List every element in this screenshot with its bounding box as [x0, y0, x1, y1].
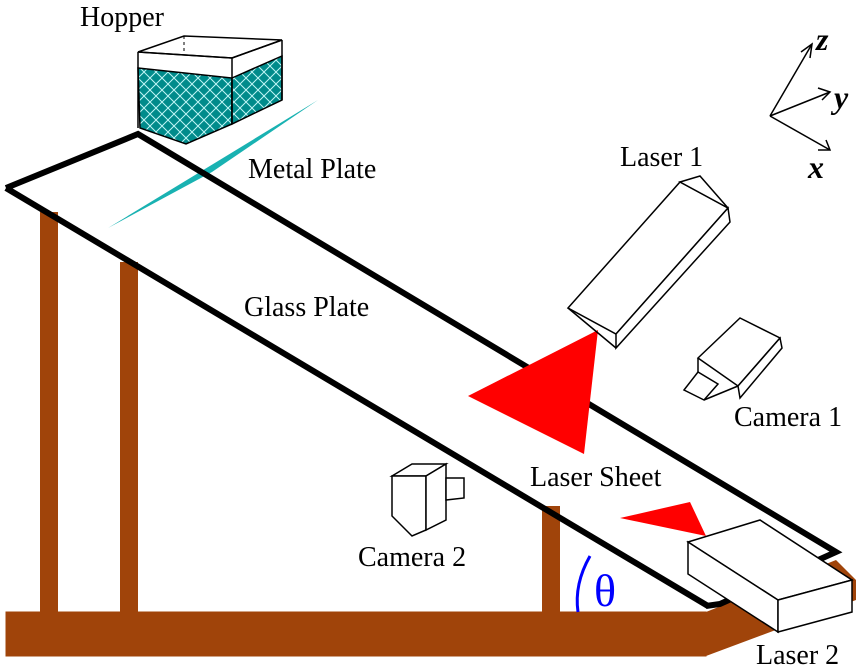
hopper-label: Hopper [80, 2, 165, 33]
angle-arc [575, 555, 592, 613]
laser-sheet-label: Laser Sheet [530, 462, 662, 493]
support-leg-3 [542, 506, 560, 612]
axis-x-label: x [807, 149, 824, 185]
laser-sheet-2 [620, 502, 706, 536]
camera-2-label: Camera 2 [358, 542, 466, 573]
laser-1-label: Laser 1 [620, 142, 703, 173]
theta-label: θ [594, 565, 616, 616]
camera-2-device [389, 462, 465, 537]
laser-sheet-1 [468, 330, 598, 454]
support-leg-2 [120, 262, 138, 612]
laser-2-label: Laser 2 [756, 640, 839, 667]
glass-plate [4, 130, 843, 609]
glass-plate-label: Glass Plate [244, 292, 369, 323]
base-beam [5, 611, 707, 657]
coordinate-axes [769, 42, 832, 151]
support-leg-1 [40, 212, 58, 612]
laser-1-device [566, 175, 731, 350]
metal-plate-label: Metal Plate [248, 154, 376, 185]
laser-2-device [686, 519, 854, 634]
camera-1-label: Camera 1 [734, 402, 842, 433]
camera-1-device [682, 317, 783, 401]
hopper [137, 35, 283, 145]
axis-z-label: z [815, 21, 829, 57]
axis-y-label: y [830, 79, 849, 115]
